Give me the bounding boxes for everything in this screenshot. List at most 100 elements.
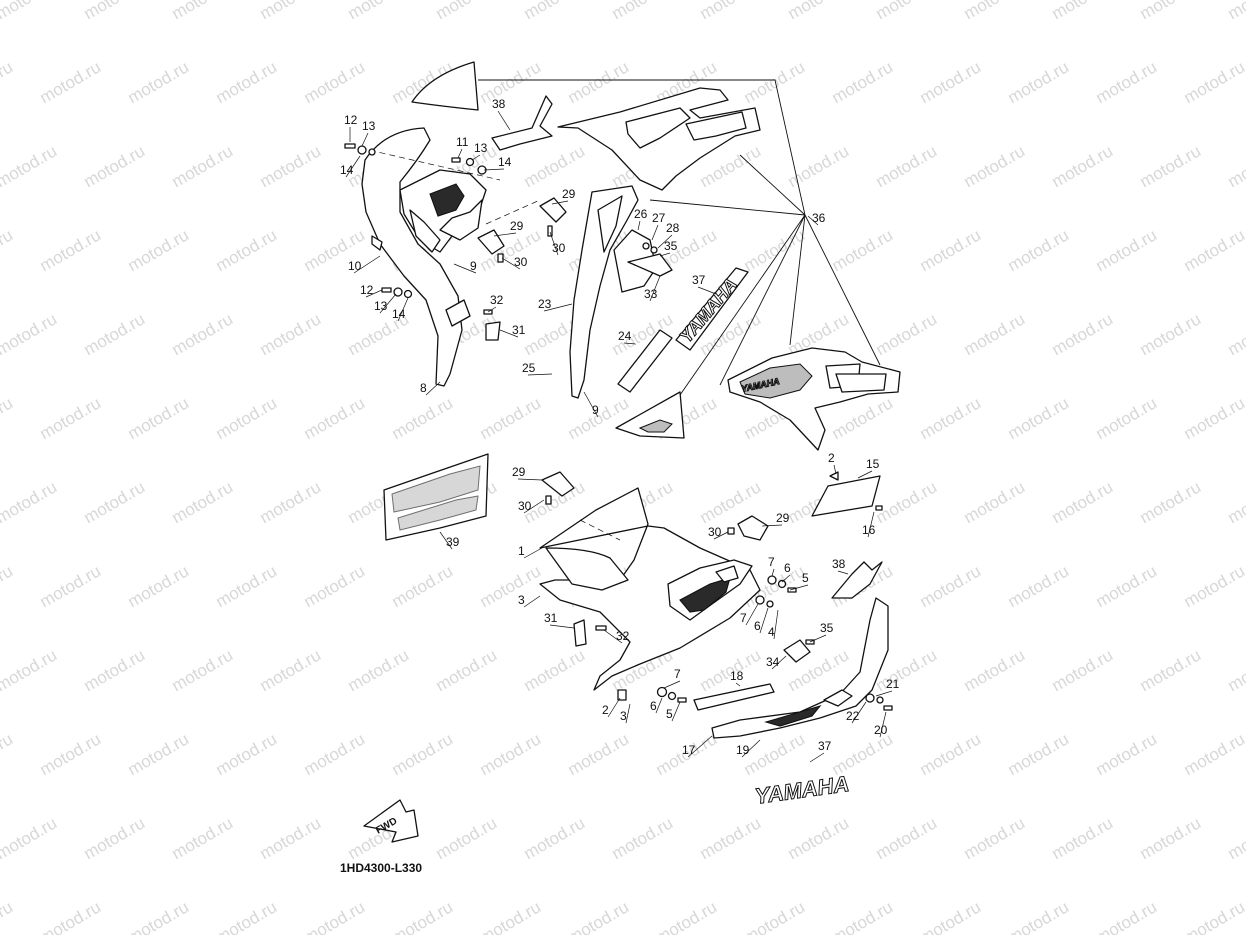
callout-number: 18 <box>730 669 744 683</box>
watermark-text: motod.ru <box>873 309 941 359</box>
callout-7: 7 <box>740 603 759 626</box>
callout-leader <box>663 680 681 689</box>
callout-number: 38 <box>492 97 506 111</box>
watermark-text: motod.ru <box>213 57 281 107</box>
side-cowl-1 <box>539 487 761 691</box>
watermark-text: motod.ru <box>1093 225 1161 275</box>
callout-leader <box>471 154 481 161</box>
watermark-text: motod.ru <box>565 729 633 779</box>
callout-number: 39 <box>446 535 460 549</box>
watermark-text: motod.ru <box>1225 309 1246 359</box>
inner-panel-23 <box>569 185 673 399</box>
watermark-text: motod.ru <box>169 309 237 359</box>
watermark-text: motod.ru <box>477 57 545 107</box>
callout-number: 37 <box>818 739 832 753</box>
watermark-text: motod.ru <box>741 57 809 107</box>
callout-leader <box>741 739 761 758</box>
callout-leader <box>789 584 809 591</box>
watermark-text: motod.ru <box>1137 141 1205 191</box>
callout-13: 13 <box>361 119 376 147</box>
watermark-text: motod.ru <box>0 57 16 107</box>
watermark-text: motod.ru <box>565 57 633 107</box>
decal-38-top <box>491 95 553 151</box>
callout-number: 35 <box>820 621 834 635</box>
callout-12: 12 <box>344 113 358 142</box>
callout-6: 6 <box>754 607 769 634</box>
watermark-text: motod.ru <box>1181 225 1246 275</box>
callout-number: 23 <box>538 297 552 311</box>
callout-leader <box>851 701 867 724</box>
watermark-text: motod.ru <box>301 897 369 935</box>
callout-number: 7 <box>740 611 747 625</box>
callout-number: 34 <box>766 655 780 669</box>
watermark-text: motod.ru <box>301 57 369 107</box>
callout-number: 24 <box>618 329 632 343</box>
callout-number: 7 <box>674 667 681 681</box>
callout-leader <box>457 148 463 159</box>
callout-number: 13 <box>474 141 488 155</box>
callout-number: 3 <box>620 709 627 723</box>
watermark-text: motod.ru <box>37 57 105 107</box>
watermark-text: motod.ru <box>1049 477 1117 527</box>
watermark-text: motod.ru <box>917 561 985 611</box>
callout-22: 22 <box>846 701 867 724</box>
watermark-text: motod.ru <box>1049 645 1117 695</box>
callout-number: 6 <box>754 619 761 633</box>
watermark-text: motod.ru <box>521 813 589 863</box>
callout-leader <box>687 735 713 758</box>
screw-12-upper <box>344 143 376 156</box>
grommet-set-upper <box>767 575 797 593</box>
callout-29: 29 <box>493 219 524 237</box>
watermark-text: motod.ru <box>169 0 237 23</box>
callout-32: 32 <box>603 629 630 644</box>
watermark-text: motod.ru <box>213 225 281 275</box>
callout-leader <box>867 511 875 538</box>
callout-4: 4 <box>768 609 779 640</box>
callout-2: 2 <box>828 451 837 475</box>
watermark-text: motod.ru <box>917 729 985 779</box>
callout-18: 18 <box>730 669 744 687</box>
callout-leader <box>523 595 541 608</box>
watermark-text: motod.ru <box>37 393 105 443</box>
callout-number: 19 <box>736 743 750 757</box>
watermark-text: motod.ru <box>37 225 105 275</box>
watermark-text: motod.ru <box>169 813 237 863</box>
callout-29: 29 <box>551 187 576 205</box>
callout-number: 5 <box>802 571 809 585</box>
callout-12: 12 <box>360 283 383 298</box>
callout-leader <box>657 234 673 249</box>
callout-leader <box>543 303 573 312</box>
small-triangle-decal <box>615 391 685 439</box>
watermark-text: motod.ru <box>257 0 325 23</box>
watermark-text: motod.ru <box>301 561 369 611</box>
bracket-29-upper-a <box>539 197 567 237</box>
callout-21: 21 <box>875 677 900 697</box>
watermark-text: motod.ru <box>961 141 1029 191</box>
watermark-text: motod.ru <box>37 897 105 935</box>
watermark-text: motod.ru <box>0 141 60 191</box>
callout-number: 30 <box>514 255 528 269</box>
callout-leader <box>809 752 825 763</box>
callout-30: 30 <box>501 255 528 270</box>
callout-leader <box>773 609 779 640</box>
callout-number: 30 <box>518 499 532 513</box>
watermark-text: motod.ru <box>961 645 1029 695</box>
watermark-text: motod.ru <box>433 645 501 695</box>
watermark-text: motod.ru <box>1225 645 1246 695</box>
strip-decal-24 <box>617 329 673 393</box>
callout-leader <box>501 257 521 270</box>
watermark-text: motod.ru <box>1093 561 1161 611</box>
watermark-text: motod.ru <box>1049 141 1117 191</box>
watermark-text: motod.ru <box>345 0 413 23</box>
watermark-text: motod.ru <box>81 309 149 359</box>
watermark-text: motod.ru <box>1005 57 1073 107</box>
callout-number: 13 <box>374 299 388 313</box>
callout-number: 20 <box>874 723 888 737</box>
watermark-text: motod.ru <box>1093 57 1161 107</box>
bracket-29-lower-a <box>541 471 575 505</box>
callout-number: 29 <box>562 187 576 201</box>
callout-number: 8 <box>420 381 427 395</box>
callout-leader <box>761 524 783 527</box>
callout-number: 10 <box>348 259 362 273</box>
